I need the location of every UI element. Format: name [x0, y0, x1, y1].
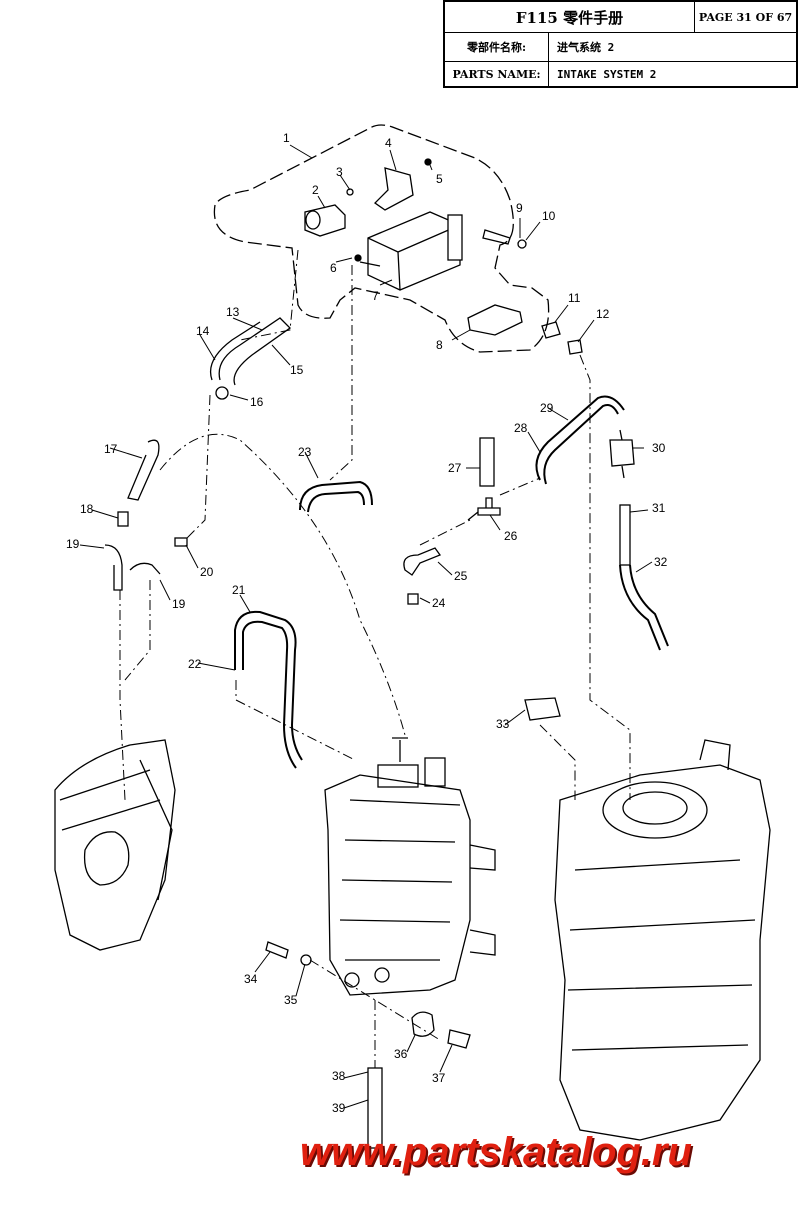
part-4-bracket	[373, 167, 414, 211]
part-9-bolt	[482, 229, 511, 245]
callout-6: 6	[330, 261, 337, 275]
title-block: F115 零件手册 PAGE 31 OF 67 零部件名称: 进气系统 2 PA…	[443, 0, 798, 88]
hose-13	[218, 317, 292, 386]
document-title: F115 零件手册	[445, 2, 695, 32]
part-33-clip	[524, 697, 561, 721]
part-34-bolt	[265, 941, 289, 959]
callout-39: 39	[332, 1101, 346, 1115]
callout-33: 33	[496, 717, 510, 731]
callout-27: 27	[448, 461, 462, 475]
group-outline	[213, 124, 550, 353]
title-row: F115 零件手册 PAGE 31 OF 67	[445, 2, 796, 33]
callout-28: 28	[514, 421, 528, 435]
part-7-canister	[367, 211, 461, 291]
callout-13: 13	[226, 305, 240, 319]
part-27-tube	[479, 437, 495, 487]
hose-23	[299, 480, 373, 511]
callout-25: 25	[454, 569, 468, 583]
part-2-fitting	[304, 204, 346, 237]
hose-25	[403, 547, 442, 576]
engine-block-right	[554, 764, 771, 1141]
part-11-nut	[541, 321, 561, 339]
callout-29: 29	[540, 401, 554, 415]
part-36-gear	[411, 1011, 435, 1037]
callout-3: 3	[336, 165, 343, 179]
watermark-text: www.partskatalog.ru	[300, 1130, 692, 1174]
callout-24: 24	[432, 596, 446, 610]
callout-12: 12	[596, 307, 610, 321]
callout-37: 37	[432, 1071, 446, 1085]
part-name-cn-value: 进气系统 2	[557, 40, 615, 54]
callout-38: 38	[332, 1069, 346, 1083]
callout-26: 26	[504, 529, 518, 543]
callout-17: 17	[104, 442, 118, 456]
callout-7: 7	[372, 289, 379, 303]
callout-34: 34	[244, 972, 258, 986]
callout-30: 30	[652, 441, 666, 455]
hose-32	[619, 564, 661, 651]
part-30-filter	[609, 439, 635, 467]
part-name-en-label: PARTS NAME:	[445, 61, 549, 88]
callout-10: 10	[542, 209, 556, 223]
callout-32: 32	[654, 555, 668, 569]
callout-21: 21	[232, 583, 246, 597]
part-8-bracket	[467, 304, 523, 336]
callout-36: 36	[394, 1047, 408, 1061]
intake-manifold-left	[54, 739, 176, 951]
hose-17	[127, 439, 160, 501]
callout-15: 15	[290, 363, 304, 377]
callout-23: 23	[298, 445, 312, 459]
cn-name-row: 零部件名称: 进气系统 2	[445, 32, 796, 62]
callout-14: 14	[196, 324, 210, 338]
throttle-body-assembly	[324, 774, 471, 996]
callout-18: 18	[80, 502, 94, 516]
hose-19a	[104, 544, 123, 591]
part-26-tee	[467, 497, 501, 521]
hose-14	[209, 321, 261, 381]
callout-31: 31	[652, 501, 666, 515]
en-name-row: PARTS NAME: INTAKE SYSTEM 2	[445, 61, 796, 88]
part-37-screw	[447, 1029, 471, 1049]
page-number: PAGE 31 OF 67	[698, 10, 793, 24]
callout-5: 5	[436, 172, 443, 186]
hose-22	[234, 610, 303, 761]
callout-9: 9	[516, 201, 523, 215]
callout-1: 1	[283, 131, 290, 145]
part-31-tube	[619, 504, 631, 566]
callout-8: 8	[436, 338, 443, 352]
callout-22: 22	[188, 657, 202, 671]
part-name-en-value: INTAKE SYSTEM 2	[557, 68, 657, 81]
hose-29	[535, 395, 625, 481]
callout-11: 11	[568, 291, 581, 305]
callout-19: 19	[66, 537, 80, 551]
callout-2: 2	[312, 183, 319, 197]
hose-19b	[129, 562, 161, 575]
part-name-cn-label: 零部件名称:	[445, 32, 549, 61]
part-12-nut	[567, 339, 583, 355]
callout-35: 35	[284, 993, 298, 1007]
callout-4: 4	[385, 136, 392, 150]
callout-16: 16	[250, 395, 264, 409]
callout-19: 19	[172, 597, 186, 611]
callout-20: 20	[200, 565, 214, 579]
